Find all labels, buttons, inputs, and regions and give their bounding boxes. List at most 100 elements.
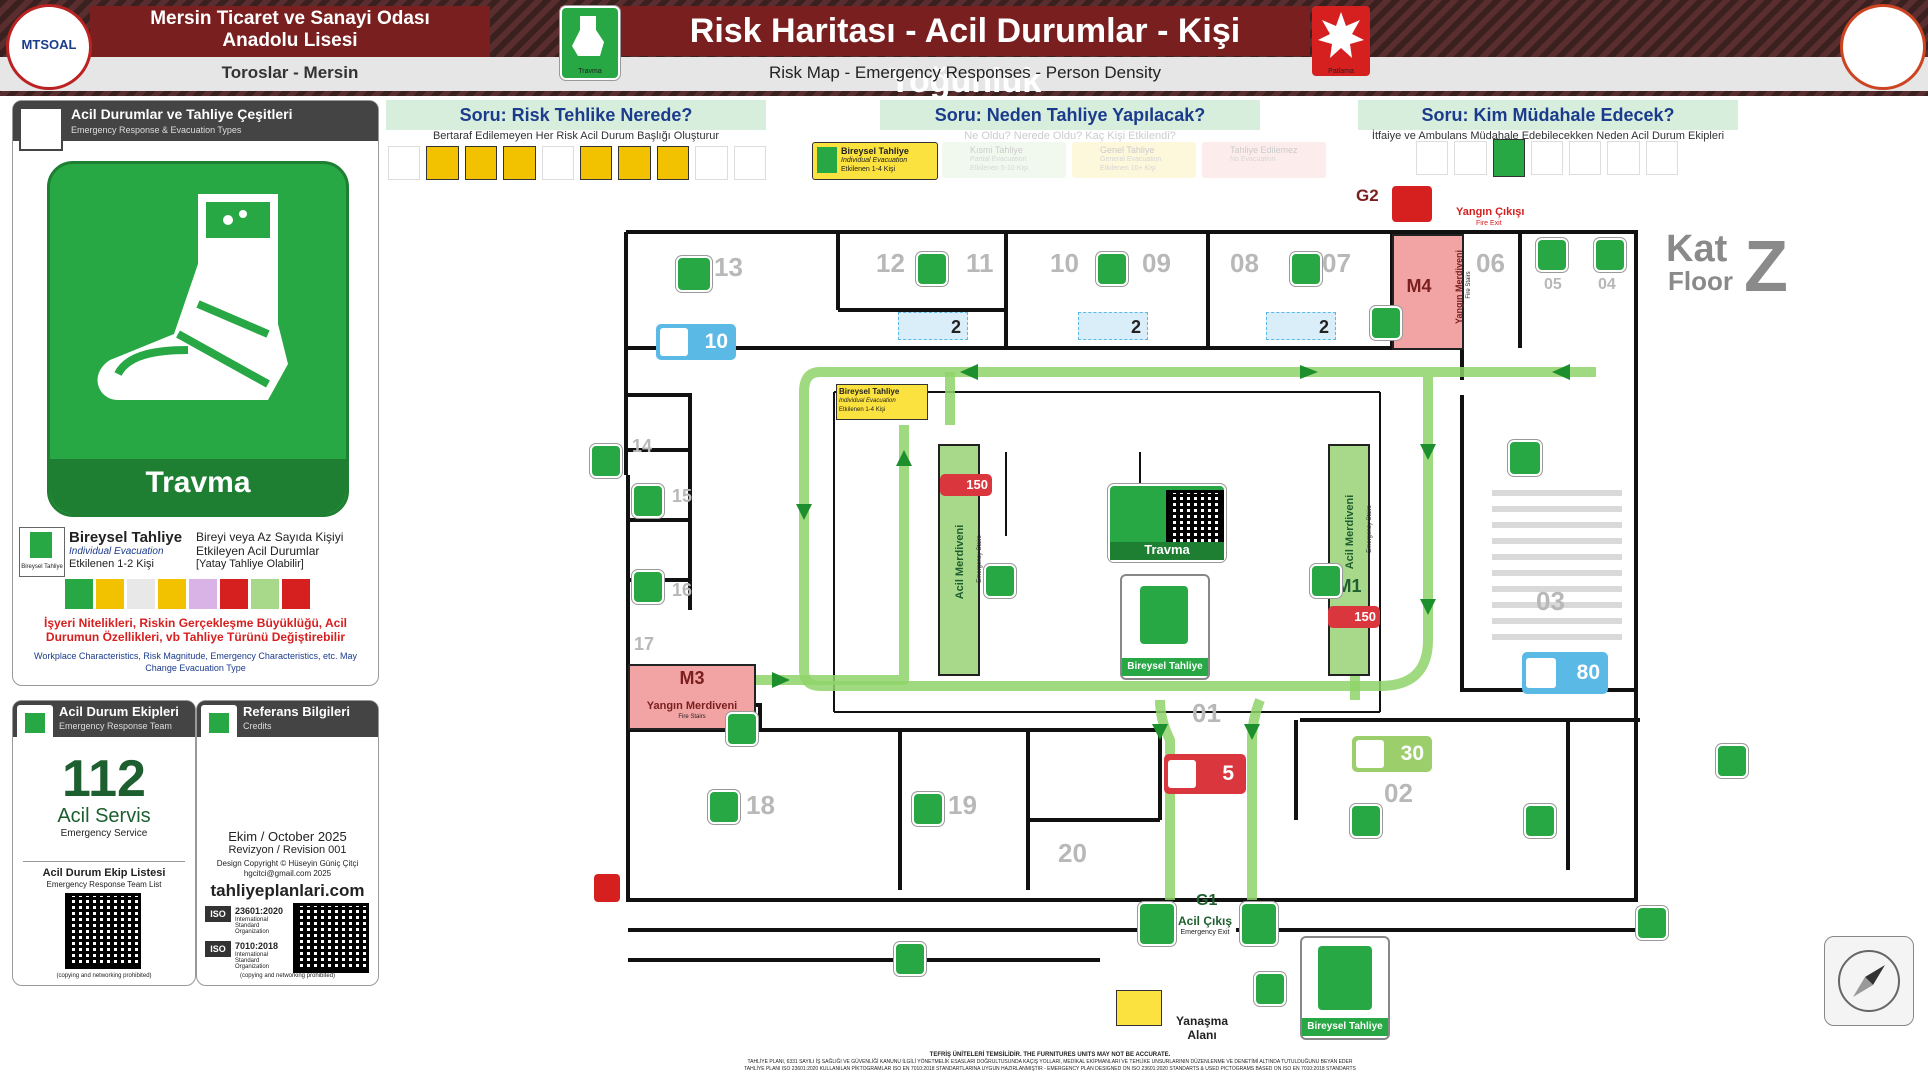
room-14: 14 [632,436,653,456]
emergency-exit-icon-left [1138,902,1176,946]
team-subtitle: Emergency Response Team [59,721,172,731]
first-aid-icon-16 [632,570,664,604]
footer-line1: TEFRİŞ ÜNİTELERİ TEMSİLİDİR. THE FURNITU… [929,1052,1171,1058]
evac-individual-icon [817,147,837,173]
stair-m2-capacity-value: 150 [966,477,988,492]
design-email: hgcitci@gmail.com 2025 [243,869,332,878]
stair-m2-capacity: 150 [940,474,992,496]
website[interactable]: tahliyeplanlari.com [210,881,365,900]
warning-en: Workplace Characteristics, Risk Magnitud… [34,651,357,673]
emergency-type-icons [65,579,345,609]
question-risk-sub: Bertaraf Edilemeyen Her Risk Acil Durum … [432,130,720,142]
responder-rescue-icon [1530,141,1564,175]
evac-partial-people: Etkilenen 5-10 Kişi [970,165,1028,172]
first-aid-icon-15 [632,484,664,518]
density-room03-value: 80 [1576,661,1600,684]
stair-m1-sub: Emergency Stairs [1367,505,1373,553]
question-risk-title: Soru: Risk Tehlike Nerede? [386,100,766,130]
room-10: 10 [1050,248,1079,278]
handshake-icon [1168,760,1196,788]
density-room09-value: 2 [1130,317,1141,337]
fire-exit-icon [1392,186,1432,222]
design-credit: Design Copyright © Hüseyin Güniç Çitçi [216,859,359,868]
center-trauma-label: Travma [1144,542,1190,557]
evac-partial-sub: Partial Evacuation [970,156,1027,163]
density-room02-value: 30 [1400,742,1424,765]
density-room13: 10 [656,324,736,360]
hazard-general-icon [388,146,421,180]
emergency-service: Acil Servis [57,805,151,827]
density-room03: 80 [1522,652,1608,694]
first-aid-icon-west [590,444,622,478]
response-team-panel: Acil Durum Ekipleri Emergency Response T… [12,700,196,986]
room-19: 19 [948,790,977,820]
bottom-evac-sign: Bireysel Tahliye [1300,936,1390,1040]
evac-none-sub: No Evacuation [1230,156,1276,163]
room-05: 05 [1544,276,1562,293]
floor-label-tr: Kat [1666,228,1728,270]
room-15: 15 [672,486,693,506]
question-who-title: Soru: Kim Müdahale Edecek? [1358,100,1738,130]
evac-individual-sub: Individual Evacuation [841,157,908,164]
floor-label-en: Floor [1668,266,1733,296]
density-room09: 2 [1078,312,1148,340]
first-aid-icon-07 [1290,252,1322,286]
trauma-big-label: Travma [145,466,251,499]
team-list-qr[interactable] [65,893,141,969]
first-aid-icon-cafe [1524,804,1556,838]
room-12: 12 [876,248,905,278]
emergency-exit-icon-right [1240,902,1278,946]
room-01: 01 [1192,698,1221,728]
earthquake-icon [251,579,279,609]
evac-general-people: Etkilenen 10+ Kişi [1100,165,1156,172]
first-aid-icon-m2 [984,564,1016,598]
response-team-header: Acil Durum Ekipleri Emergency Response T… [13,701,195,741]
cafe-icon [1356,740,1384,768]
stair-m1: M1 Acil Merdiveni Emergency Stairs [1328,444,1373,676]
panel-title: Acil Durumlar ve Tahliye Çeşitleri [71,106,293,122]
stair-m4-label: Yangın Merdiveni [1454,249,1464,325]
explosion-header-label: Patlama [1328,68,1354,75]
responder-tools-icon [1645,141,1678,175]
density-room02: 30 [1352,736,1432,772]
room-20: 20 [1058,838,1087,868]
first-aid-icon-m1 [1310,564,1342,598]
density-room07: 2 [1266,312,1336,340]
emergency-number: 112 [62,750,146,808]
question-risk: Soru: Risk Tehlike Nerede? Bertaraf Edil… [386,100,766,142]
room-03: 03 [1536,586,1565,616]
responder-team-icon [1607,141,1640,175]
center-evac-sign: Bireysel Tahliye [1120,574,1210,680]
credits-qr[interactable] [293,903,369,973]
school-logo: MTSOAL [6,4,92,90]
team-footnote: (copying and networking prohibited) [56,973,152,979]
room-17: 17 [634,634,655,654]
credits-title: Referans Bilgileri [243,704,350,719]
room-11: 11 [966,248,994,278]
subheader-strip [0,57,1928,91]
iso1: 23601:2020 [235,906,284,916]
stair-m3-sub: Fire Stairs [678,714,706,720]
density-room11-value: 2 [950,317,961,337]
stair-m3-id: M3 [679,668,705,688]
room-09: 09 [1142,248,1171,278]
plan-icon [19,107,63,151]
evac-title: Bireysel Tahliye [69,529,183,546]
first-aid-icon-03 [1508,440,1542,476]
first-aid-icon-east [1716,744,1748,778]
footer-line3: TAHLİYE PLANI ISO 23601:2020 KULLANILAN … [744,1066,1356,1072]
exit-g2-id: G2 [1356,186,1379,205]
responder-ambulance-icon [1454,141,1487,175]
school-name-line2: Anadolu Lisesi [222,30,358,51]
stair-m1-id: M1 [1336,576,1362,596]
evac-type-partial: Kısmi Tahliye Partial Evacuation Etkilen… [942,142,1066,178]
stair-m4-id: M4 [1406,276,1432,296]
evac-type-individual: Bireysel Tahliye Individual Evacuation E… [812,142,938,180]
team-list-title: Acil Durum Ekip Listesi [42,867,166,879]
team-list-subtitle: Emergency Response Team List [46,880,162,889]
first-aid-icon-05 [1536,238,1568,272]
explosion-header-icon [1312,6,1370,76]
evac-none-label: Tahliye Edilemez [1230,145,1298,155]
evac-individual-label: Bireysel Tahliye [841,146,909,156]
route-tag-sub: Individual Evacuation [839,398,896,404]
